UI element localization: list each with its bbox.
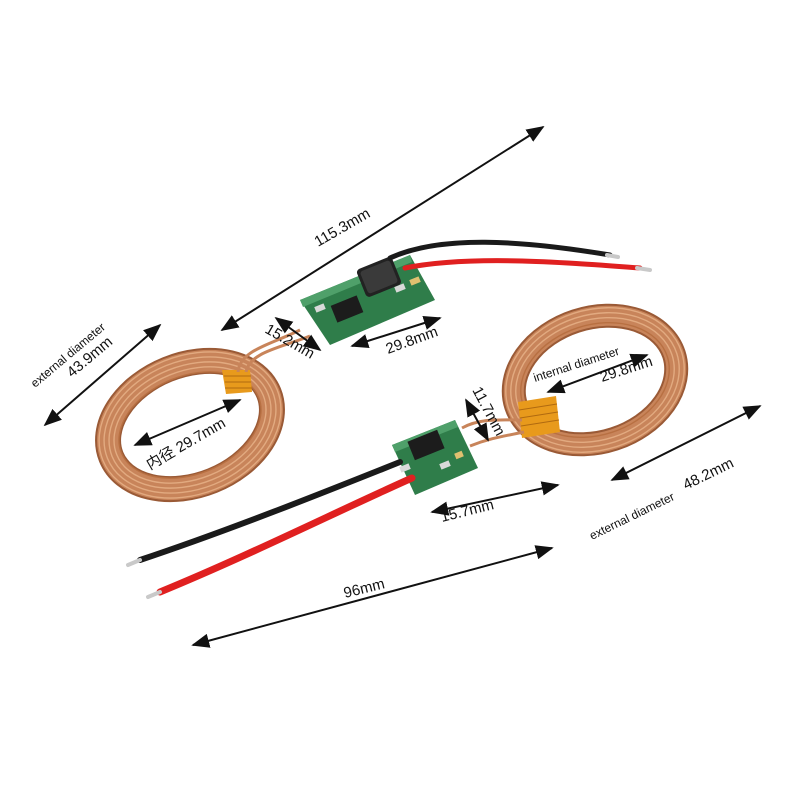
- dimension-arrows: [43, 126, 762, 648]
- tx-total-length-label: 115.3mm: [312, 205, 374, 250]
- tx-external-arrow: [43, 323, 162, 427]
- right-copper-coil: [501, 303, 689, 457]
- rx-external-caption: external diameter: [587, 489, 676, 542]
- rx-board-width-arrow: [465, 398, 489, 442]
- tx-inner-arrow: [133, 399, 242, 446]
- rx-external-arrow: [610, 405, 762, 481]
- tx-board-width-arrow: [274, 316, 322, 352]
- left-wires: [387, 239, 652, 272]
- tx-board-length-label: 29.8mm: [384, 323, 441, 358]
- left-coil-tape: [222, 370, 252, 394]
- rx-external-value: 48.2mm: [680, 455, 736, 494]
- rx-internal-arrow: [546, 353, 649, 394]
- rx-total-length-arrow: [191, 545, 554, 648]
- tx-board-length-arrow: [350, 316, 442, 348]
- rx-board-length-label: 15.7mm: [439, 496, 496, 526]
- rx-board-length-arrow: [430, 481, 560, 516]
- right-coil-tape: [518, 396, 560, 438]
- left-copper-coil: [95, 347, 285, 503]
- tx-total-length-arrow: [220, 126, 545, 331]
